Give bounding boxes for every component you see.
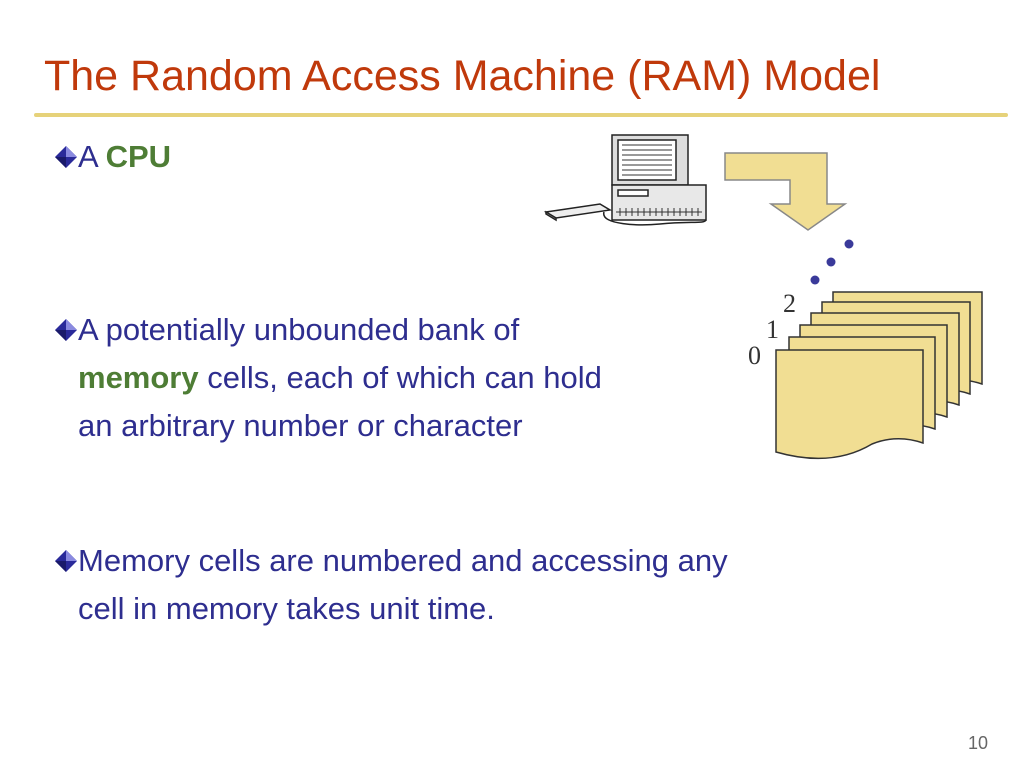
- bullet-text: A potentially unbounded bank of memory c…: [78, 306, 602, 450]
- bullet-text: Memory cells are numbered and accessing …: [78, 537, 728, 633]
- bullet-cpu: A CPU: [44, 133, 171, 181]
- bullet-line: A potentially unbounded bank of: [78, 312, 520, 347]
- cell-label-1: 1: [766, 315, 779, 344]
- diamond-bullet-icon: [44, 133, 78, 181]
- bullet-lead: A: [78, 139, 106, 174]
- cell-label-0: 0: [748, 341, 761, 370]
- diamond-bullet-icon: [44, 306, 78, 354]
- bullet-line: an arbitrary number or character: [78, 408, 523, 443]
- bullet-unit-time: Memory cells are numbered and accessing …: [44, 537, 864, 633]
- bullet-memory: A potentially unbounded bank of memory c…: [44, 306, 724, 450]
- diamond-bullet-icon: [44, 537, 78, 585]
- memory-cells-icon: [775, 291, 983, 460]
- title-divider: [34, 113, 1008, 117]
- bullet-line-rest: cells, each of which can hold: [198, 360, 602, 395]
- bullet-text: A CPU: [78, 133, 171, 181]
- down-arrow-icon: [724, 152, 848, 231]
- bullet-line: cell in memory takes unit time.: [78, 591, 495, 626]
- cpu-emphasis: CPU: [105, 139, 172, 174]
- bullet-line: Memory cells are numbered and accessing …: [78, 543, 728, 578]
- slide-title: The Random Access Machine (RAM) Model: [44, 52, 881, 100]
- bullet-line: memory cells, each of which can hold: [78, 354, 602, 402]
- memory-emphasis: memory: [78, 360, 199, 395]
- cell-label-2: 2: [783, 289, 796, 318]
- page-number: 10: [967, 733, 988, 753]
- ellipsis-dots-icon: [810, 239, 854, 285]
- computer-icon: [543, 134, 707, 226]
